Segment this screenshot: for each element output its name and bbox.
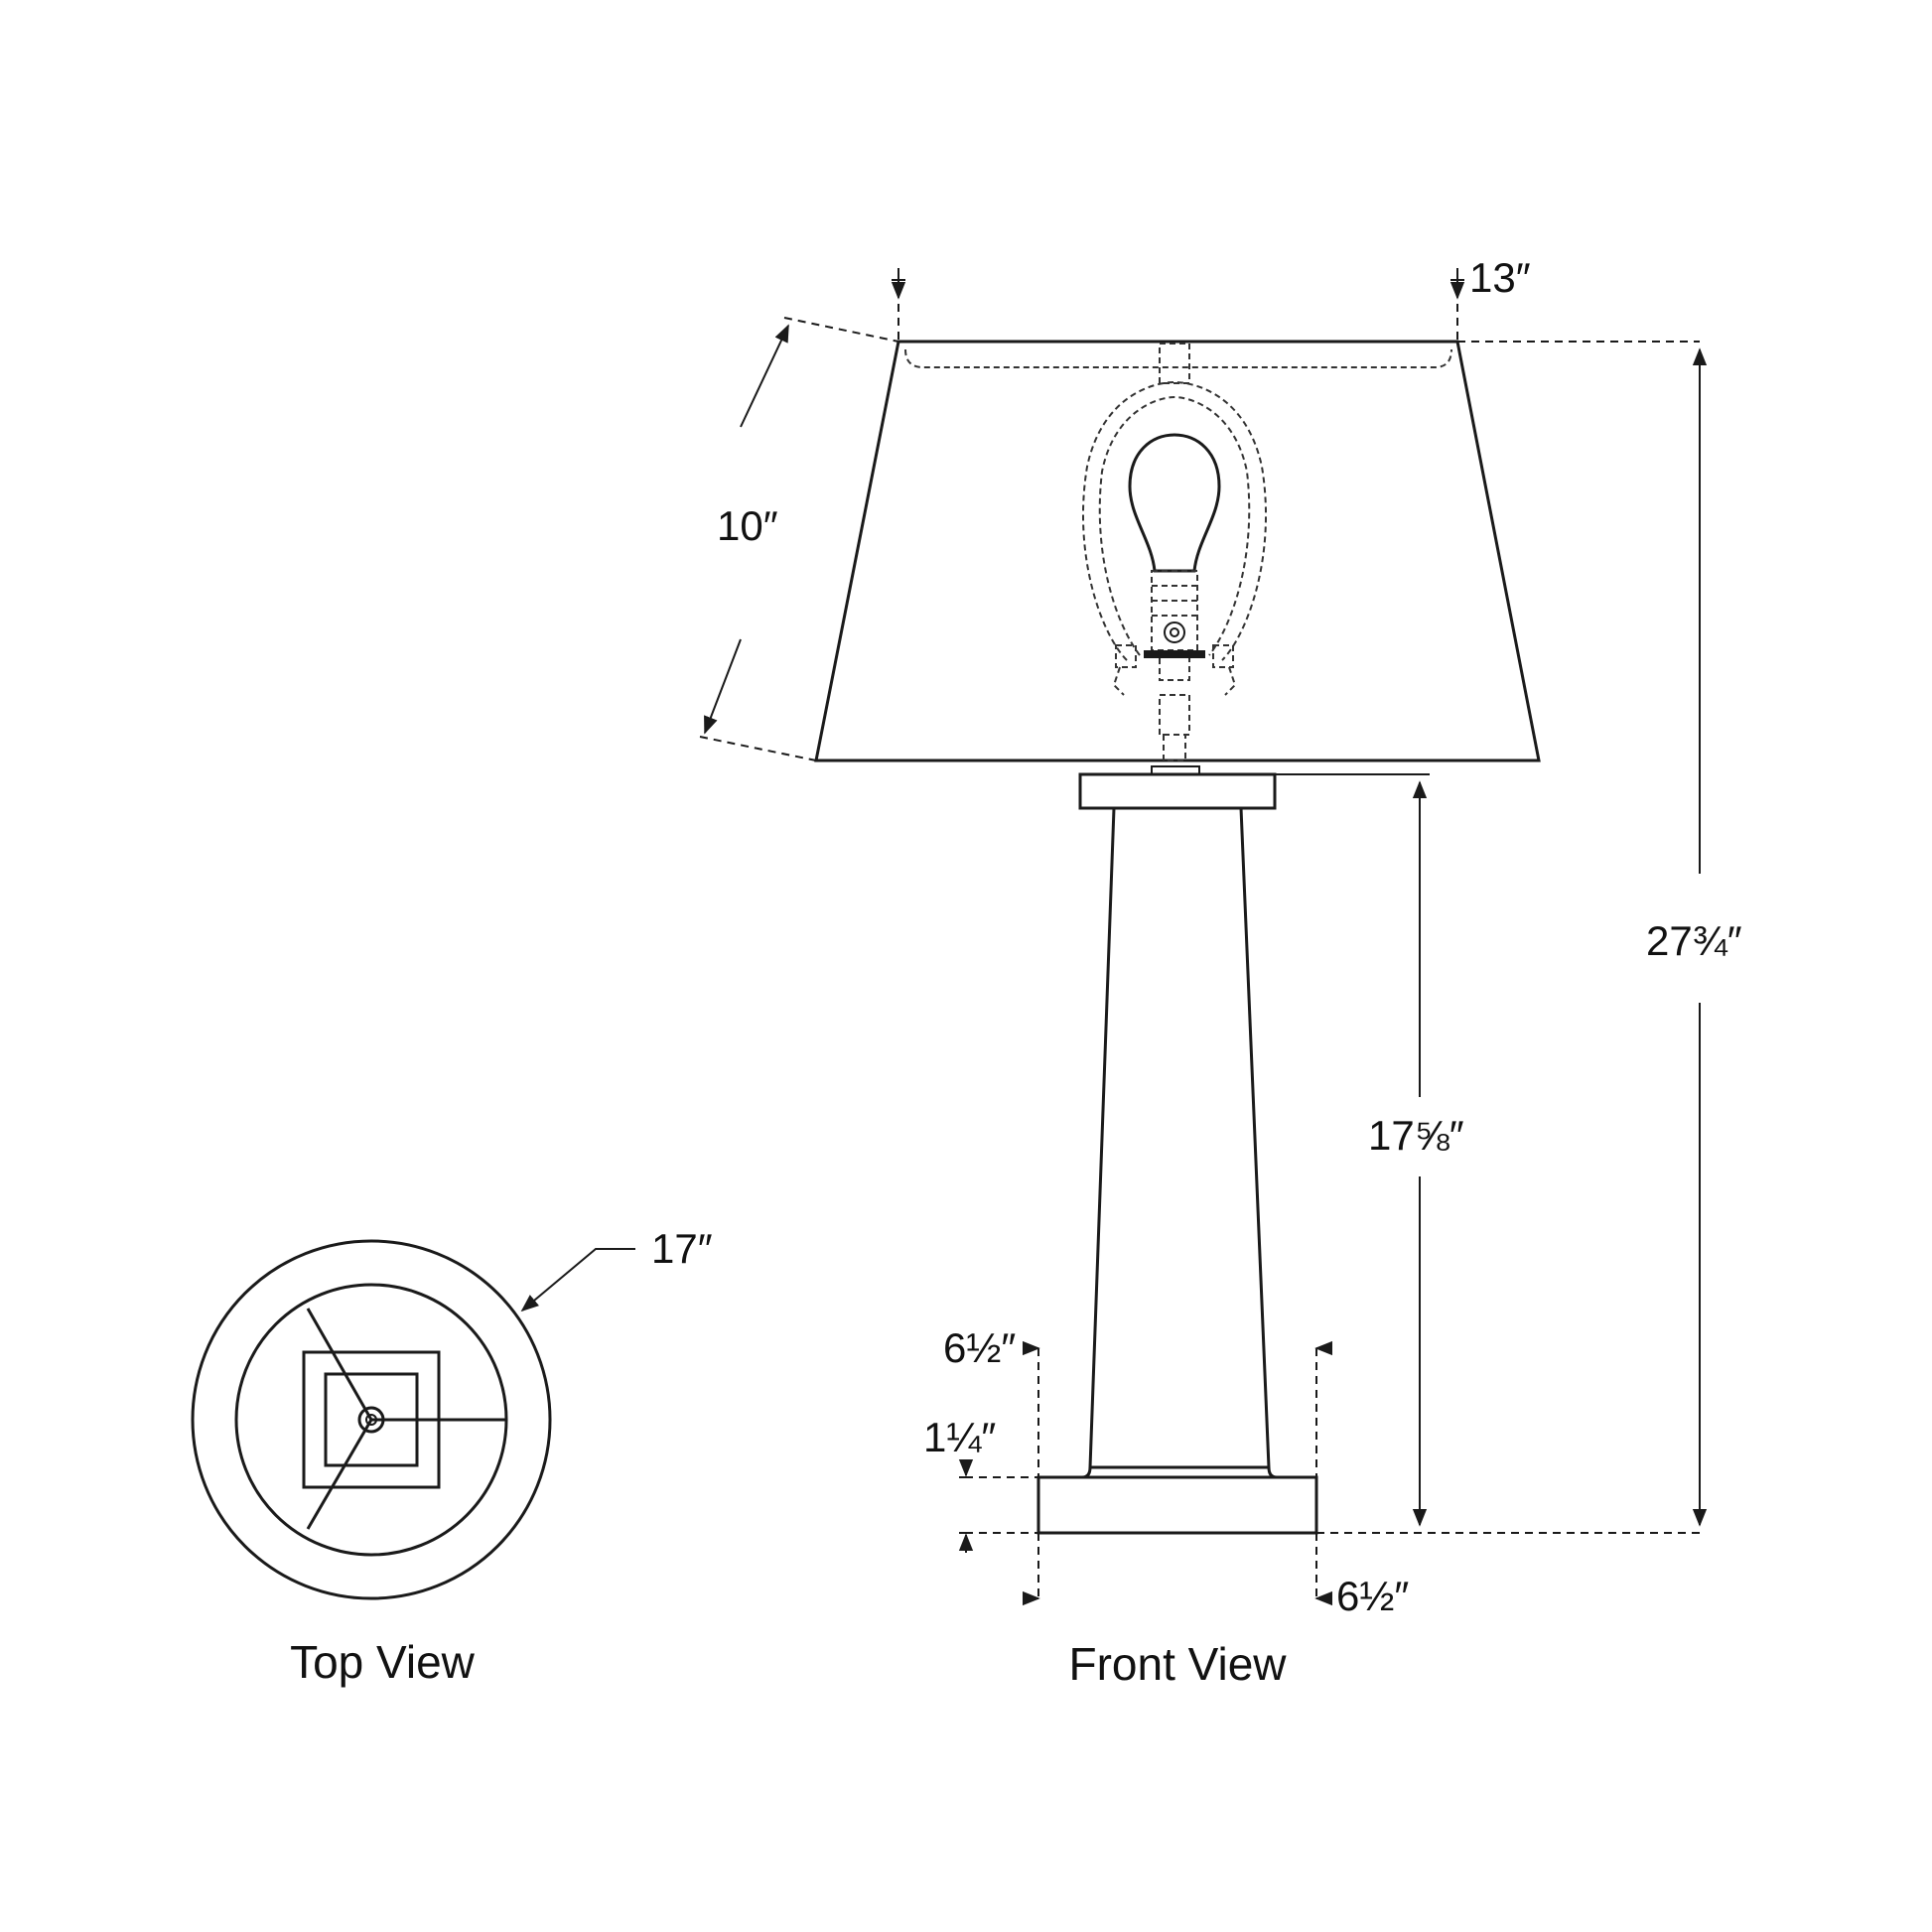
socket-switch-core [1170, 627, 1179, 637]
socket-switch-icon [1164, 621, 1185, 643]
shade-inner-rim [904, 348, 1452, 368]
harp-and-bulb [1082, 343, 1267, 761]
harp-saddle-left [1115, 644, 1137, 668]
finial-circle [357, 1406, 385, 1434]
lamp-neck [1159, 694, 1190, 736]
dim-shade-height: 10″ [717, 502, 778, 549]
dim-base-width-top: 6½″ [943, 1324, 1016, 1371]
diameter-leader [520, 1248, 635, 1312]
lamp-body [1088, 807, 1271, 1469]
socket [1151, 570, 1198, 651]
front-view-drawing [814, 340, 1541, 1535]
finial-core [365, 1414, 377, 1426]
socket-bands [1152, 585, 1197, 617]
front-view-dimensions: 13″ 10″ 27¾″ 17⅝″ 6½″ 1¼″ [699, 254, 1742, 1619]
dim-shade-bottom-diameter: 17″ [651, 1225, 713, 1272]
lamp-shade [814, 340, 1541, 762]
harp-inner [1098, 395, 1251, 656]
cap-connector [1151, 765, 1200, 775]
lamp-neck-lower [1163, 734, 1186, 761]
harp-spokes [306, 1308, 506, 1530]
dim-shade-top-diameter: 13″ [1469, 254, 1531, 301]
top-view-label: Top View [290, 1636, 476, 1688]
dim-base-to-shade-height: 17⅝″ [1368, 1112, 1464, 1159]
front-view-label: Front View [1068, 1638, 1287, 1690]
harp-feet [1112, 666, 1237, 696]
dim-overall-height: 27¾″ [1646, 917, 1742, 964]
dim-base-plinth-height: 1¼″ [923, 1414, 996, 1460]
socket-ring [1144, 650, 1205, 658]
harp-saddle-right [1212, 644, 1234, 668]
finial [1159, 343, 1190, 384]
top-view-drawing: 17″ [191, 1225, 713, 1600]
base-plinth [1036, 1475, 1318, 1535]
harp-outer [1082, 380, 1267, 661]
shade-outer-circle [191, 1239, 552, 1600]
socket-cap [1159, 658, 1190, 681]
bulb-icon [1128, 433, 1221, 573]
dim-base-width-bottom: 6½″ [1336, 1573, 1409, 1619]
body-cap [1078, 772, 1277, 810]
